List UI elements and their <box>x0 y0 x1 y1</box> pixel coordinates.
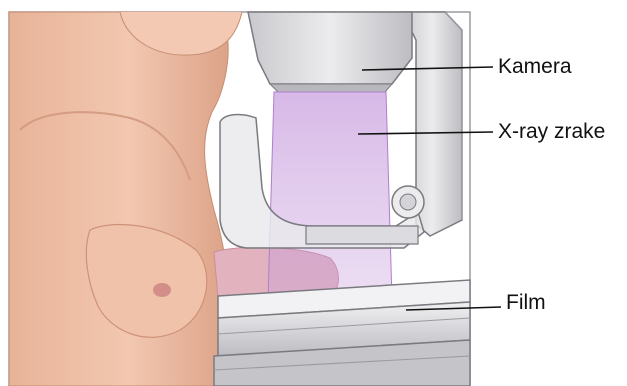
xray-beam <box>268 92 392 300</box>
film-label: Film <box>506 292 546 313</box>
film-table <box>214 280 470 386</box>
camera-head <box>248 12 412 92</box>
camera-label: Kamera <box>498 56 572 77</box>
xray-label: X-ray zrake <box>498 121 605 142</box>
nipple <box>153 283 171 297</box>
